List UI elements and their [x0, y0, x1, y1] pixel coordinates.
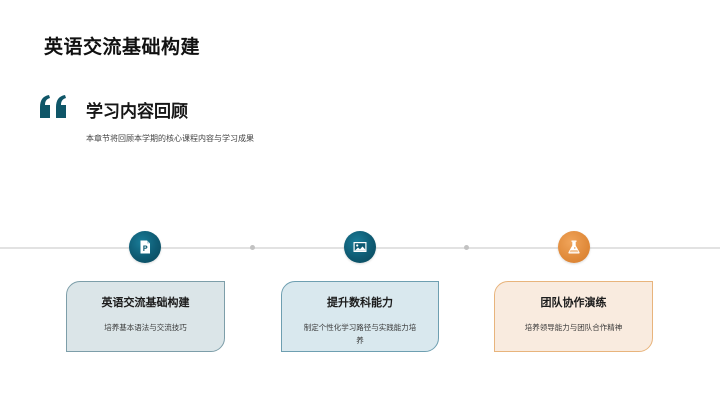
timeline-dot: [464, 245, 469, 250]
timeline-dot: [250, 245, 255, 250]
timeline-card-3: 团队协作演练 培养领导能力与团队合作精神: [494, 281, 653, 352]
card-title: 团队协作演练: [540, 296, 607, 309]
timeline-card-2: 提升数科能力 制定个性化学习路径与实践能力培养: [281, 281, 439, 352]
quote-open-icon: [40, 95, 66, 118]
card-description: 培养领导能力与团队合作精神: [524, 323, 623, 332]
slide-title: 英语交流基础构建: [44, 36, 201, 58]
flask-icon: [568, 240, 580, 254]
timeline-node-1: [129, 231, 161, 263]
card-title: 提升数科能力: [327, 296, 393, 309]
card-title: 英语交流基础构建: [101, 296, 190, 309]
timeline-card-1: 英语交流基础构建 培养基本语法与交流技巧: [66, 281, 225, 352]
card-description: 制定个性化学习路径与实践能力培养: [303, 323, 417, 345]
section-description: 本章节将回顾本学期的核心课程内容与学习成果: [86, 134, 254, 143]
document-p-icon: [140, 240, 150, 254]
timeline-node-3: [558, 231, 590, 263]
timeline-node-2: [344, 231, 376, 263]
image-icon: [353, 242, 367, 252]
section-title: 学习内容回顾: [86, 102, 188, 122]
card-description: 培养基本语法与交流技巧: [104, 323, 187, 332]
